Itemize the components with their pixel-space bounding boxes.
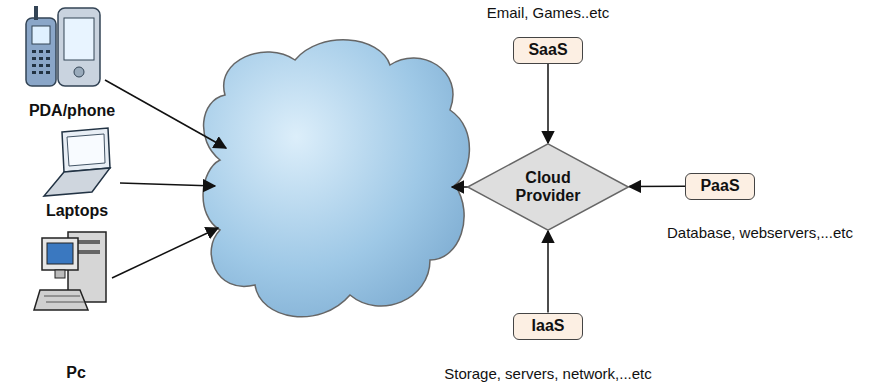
device-label: PDA/phone xyxy=(29,102,115,120)
cloud-shape xyxy=(203,40,469,317)
device-arrow xyxy=(105,80,226,148)
device-label: Laptops xyxy=(46,202,108,220)
description-text: Database, webservers,...etc xyxy=(667,224,853,241)
node-text: IaaS xyxy=(532,317,565,335)
service-box: PaaS xyxy=(685,173,755,200)
provider-arrow xyxy=(452,186,468,188)
node-text: SaaS xyxy=(528,41,567,59)
description-text: Storage, servers, network,...etc xyxy=(444,365,652,382)
node-text: PaaS xyxy=(700,177,739,195)
connector-arrow xyxy=(547,231,549,313)
node-text: Cloud Provider xyxy=(512,169,584,206)
device-arrow xyxy=(120,183,215,186)
description-text: Email, Games..etc xyxy=(487,4,610,21)
pc-icon xyxy=(34,232,106,310)
connector-arrow xyxy=(547,64,549,144)
laptop-icon xyxy=(44,128,110,196)
decision-diamond: Cloud Provider xyxy=(466,143,630,231)
device-arrow xyxy=(112,228,218,278)
service-box: IaaS xyxy=(513,313,583,340)
service-box: SaaS xyxy=(513,37,583,64)
connector-arrow xyxy=(629,185,685,187)
device-label: Pc xyxy=(66,364,86,382)
phone-icon xyxy=(26,6,100,86)
